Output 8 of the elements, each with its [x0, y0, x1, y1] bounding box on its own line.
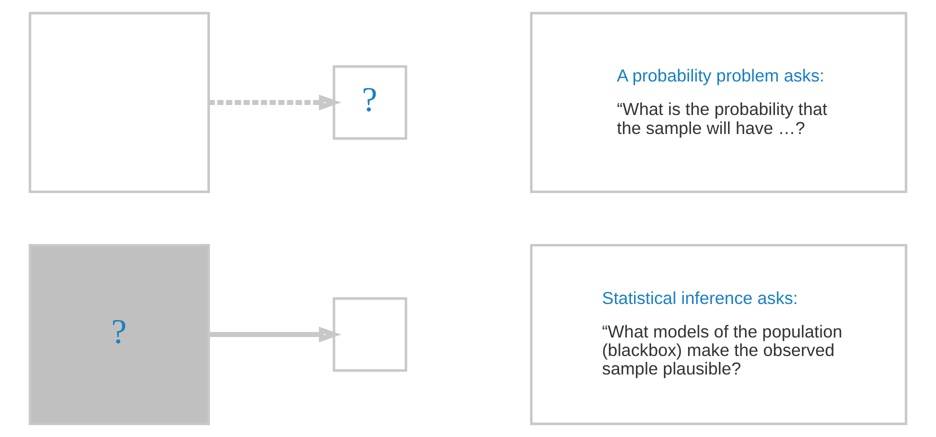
- node-box: ?: [28, 244, 210, 426]
- arrow: [208, 94, 342, 110]
- node-box: [332, 297, 408, 372]
- node-box: ?: [332, 65, 408, 140]
- node-box: A probability problem asks: “What is the probability that the sample will have …?: [530, 12, 908, 194]
- arrow: [208, 326, 342, 342]
- node-box: Statistical inference asks: “What models of the population (blackbox) make the observed sample plausible?: [530, 244, 908, 426]
- node-box: [28, 12, 210, 194]
